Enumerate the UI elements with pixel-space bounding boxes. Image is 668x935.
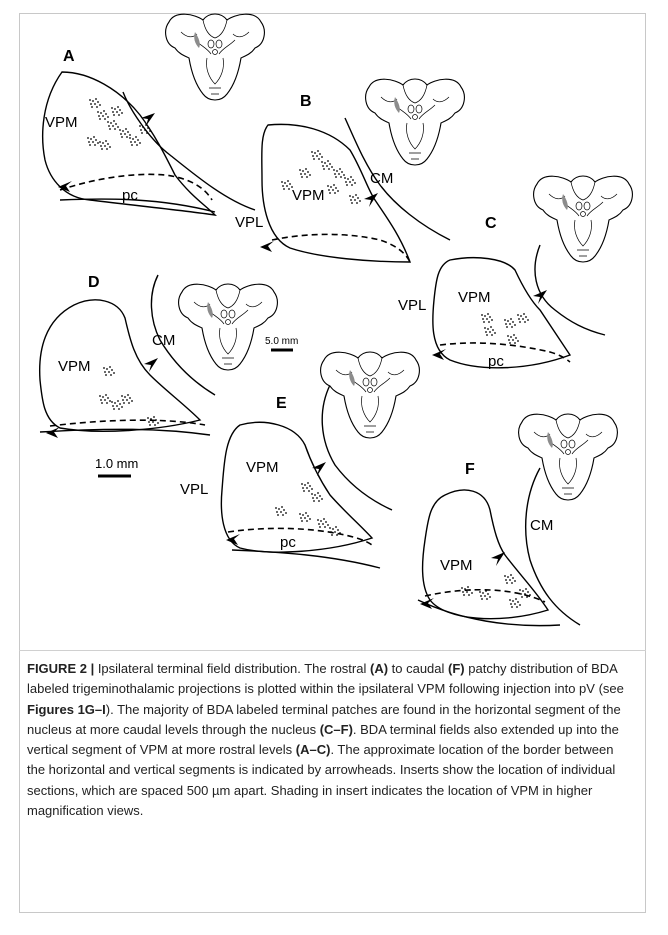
panel-letter-c: C <box>485 215 497 232</box>
insert-a <box>166 14 265 100</box>
panel-c: C VPM VPL pc <box>398 176 632 370</box>
caption-run: to caudal <box>388 661 448 676</box>
terminal-patches-e <box>275 482 341 536</box>
arrowhead-f2 <box>420 598 434 609</box>
insert-c <box>534 176 633 262</box>
label-vpm-d: VPM <box>58 358 91 375</box>
panel-letter-e: E <box>276 395 287 412</box>
panel-letter-d: D <box>88 274 100 291</box>
caption-run: Figures 1G–I <box>27 702 106 717</box>
figure-drawing: A VPM pc B VPM VPL CM C <box>0 0 668 640</box>
scale-main-label: 1.0 mm <box>95 456 138 471</box>
caption-run: (A–C) <box>296 742 331 757</box>
label-cm-d: CM <box>152 332 175 349</box>
caption-divider <box>19 650 646 651</box>
caption-run: (C–F) <box>320 722 353 737</box>
figure-label: FIGURE 2 | <box>27 661 94 676</box>
insert-e <box>321 352 420 438</box>
label-vpl-b: VPL <box>235 214 263 231</box>
panel-e: E VPM VPL pc <box>180 352 419 568</box>
label-cm-b: CM <box>370 170 393 187</box>
label-pc-a: pc <box>122 187 138 204</box>
label-vpm-f: VPM <box>440 557 473 574</box>
arrowhead-b2 <box>260 241 274 252</box>
insert-d <box>179 284 278 370</box>
label-vpm-a: VPM <box>45 114 78 131</box>
figure-panels: A VPM pc B VPM VPL CM C <box>0 0 668 640</box>
figure-caption: FIGURE 2 | Ipsilateral terminal field di… <box>27 659 632 821</box>
panel-b: B VPM VPL CM <box>235 79 464 262</box>
label-pc-e: pc <box>280 534 296 551</box>
label-vpl-c: VPL <box>398 297 426 314</box>
insert-b <box>366 79 465 165</box>
label-pc-c: pc <box>488 353 504 370</box>
label-vpl-e: VPL <box>180 481 208 498</box>
panel-d: D VPM CM 5.0 mm <box>40 274 299 438</box>
panel-letter-b: B <box>300 93 312 110</box>
main-scale: 1.0 mm <box>95 456 138 476</box>
insert-f <box>519 414 618 500</box>
label-vpm-b: VPM <box>292 187 325 204</box>
arrowhead-f1 <box>491 552 505 566</box>
panel-letter-f: F <box>465 461 475 478</box>
caption-run: (F) <box>448 661 465 676</box>
panel-f: F VPM CM <box>418 414 617 626</box>
terminal-patches-c <box>481 313 529 344</box>
label-vpm-c: VPM <box>458 289 491 306</box>
scale-insert-label: 5.0 mm <box>265 336 298 347</box>
panel-letter-a: A <box>63 48 75 65</box>
caption-run: (A) <box>370 661 388 676</box>
arrowhead-b1 <box>364 193 378 207</box>
arrowhead-e1 <box>312 462 326 476</box>
caption-text: Ipsilateral terminal field distribution.… <box>27 661 624 818</box>
arrowhead-d2 <box>46 427 60 438</box>
panel-a: A VPM pc <box>43 14 265 215</box>
label-vpm-e: VPM <box>246 459 279 476</box>
caption-run: Ipsilateral terminal field distribution.… <box>94 661 370 676</box>
label-cm-f: CM <box>530 517 553 534</box>
